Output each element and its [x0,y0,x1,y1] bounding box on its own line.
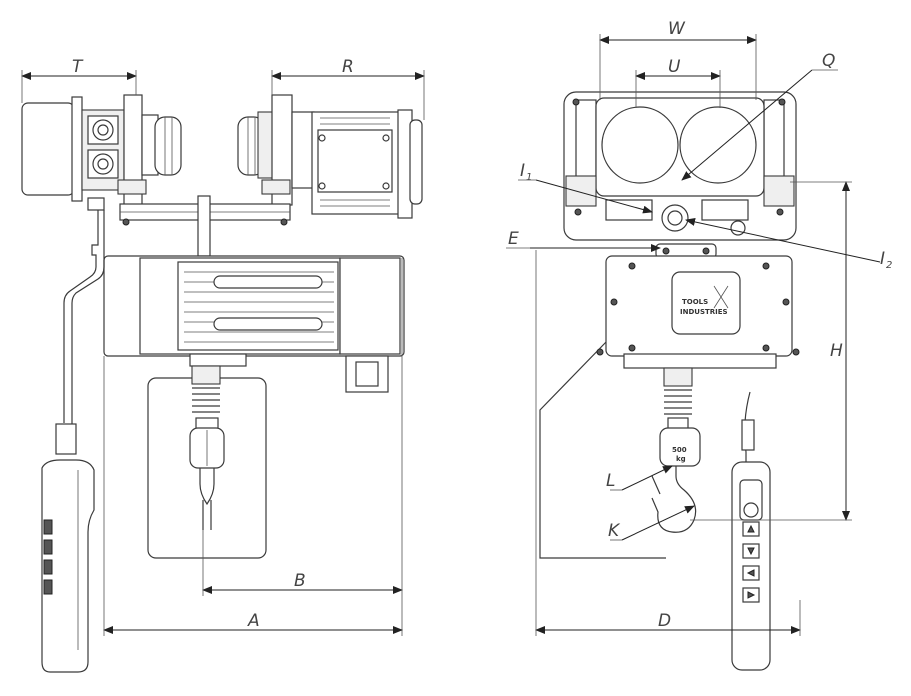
label-W: W [668,19,686,39]
label-K: K [608,521,621,541]
label-A: A [247,611,260,631]
label-L: L [606,471,615,491]
trolley-axle [117,179,291,257]
side-view: T R B A [21,57,425,673]
trolley-frame [563,91,797,259]
label-D: D [658,611,671,631]
nameplate: TOOLS INDUSTRIES [671,271,741,335]
label-T: T [72,57,84,77]
dimension-H: H [690,181,852,521]
hoist-body-side [103,255,405,393]
dimension-U: U [635,57,721,108]
hook-unit: kg [676,455,686,463]
label-E: E [508,229,519,249]
travel-motor-right [237,94,423,219]
front-view: TOOLS INDUSTRIES 500 kg [506,19,892,671]
chain-bag-front [539,339,666,559]
dimension-R: R [271,57,425,120]
nameplate-line2: INDUSTRIES [680,308,728,316]
travel-motor-left [21,94,182,211]
pendant-front [731,391,771,671]
dimension-E: E [506,229,661,252]
label-Q: Q [822,51,835,71]
dimension-D: D [535,250,801,636]
dimension-K: K [608,505,695,541]
dimension-Q: Q [681,51,838,181]
dimension-W: W [599,19,757,100]
label-H: H [830,341,843,361]
label-I2-sub: 2 [886,260,892,271]
hook-assembly-front: 500 kg [651,367,701,533]
nameplate-line1: TOOLS [682,298,708,306]
label-I2: I [880,249,885,269]
dimension-I1: I 1 [518,161,653,214]
pendant-side [41,197,105,673]
dimension-A: A [103,356,403,636]
dimension-T: T [21,57,137,103]
dimension-B: B [202,258,403,636]
label-I1: I [520,161,525,181]
label-U: U [668,57,681,77]
label-I1-sub: 1 [526,172,532,183]
dimension-L: L [606,465,673,491]
label-B: B [294,571,306,591]
hook-capacity: 500 [672,446,687,454]
label-R: R [342,57,354,77]
hook-assembly-side [189,365,225,530]
